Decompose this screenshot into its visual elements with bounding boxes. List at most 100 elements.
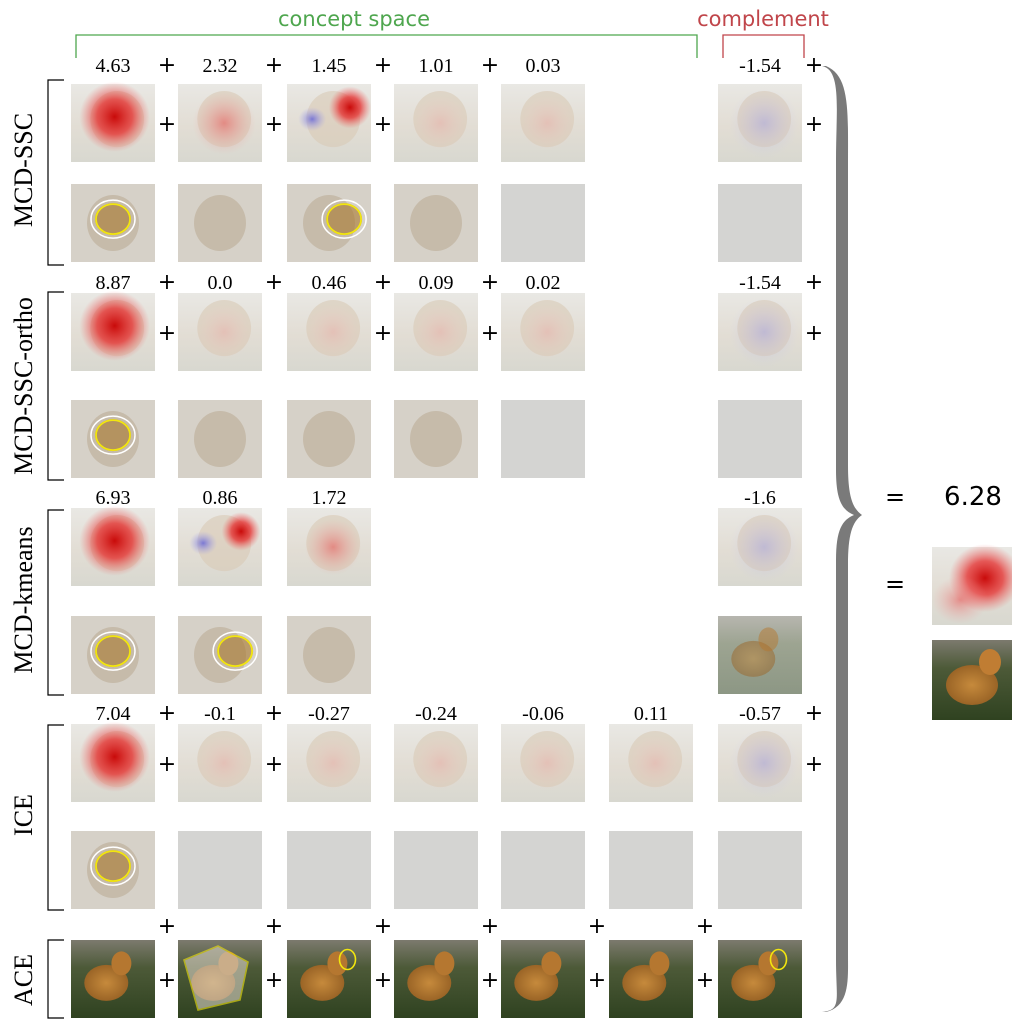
concept-mask: [71, 400, 155, 478]
plus-sign: +: [481, 53, 499, 78]
equals-map: =: [885, 570, 905, 598]
row-bracket: [47, 291, 64, 481]
concept-score: -0.1: [204, 703, 236, 725]
concept-score: -0.27: [308, 703, 350, 725]
complement-bracket: [722, 34, 805, 58]
plus-sign: +: [265, 968, 283, 993]
concept-mask: [287, 616, 371, 694]
result-heatmap: [932, 544, 1012, 625]
concept-score: 7.04: [96, 703, 131, 725]
concept-score: 1.72: [312, 487, 347, 509]
concept-heatmap: [501, 293, 585, 371]
concept-mask: [718, 184, 802, 262]
plus-sign: +: [158, 112, 176, 137]
concept-mask: [718, 616, 802, 694]
concept-mask: [609, 831, 693, 909]
plus-sign: +: [158, 53, 176, 78]
plus-sign: +: [696, 968, 714, 993]
concept-mask: [718, 831, 802, 909]
concept-heatmap: [718, 508, 802, 586]
concept-score: 0.09: [419, 272, 454, 294]
concept-space-bracket: [75, 34, 698, 58]
plus-sign: +: [158, 270, 176, 295]
concept-heatmap: [609, 724, 693, 802]
concept-heatmap: [287, 293, 371, 371]
plus-sign: +: [158, 701, 176, 726]
concept-heatmap: [178, 508, 262, 586]
concept-heatmap: [394, 724, 478, 802]
plus-sign: +: [805, 701, 823, 726]
concept-photo-mask: [71, 940, 155, 1018]
concept-photo-mask: [501, 940, 585, 1018]
plus-sign: +: [374, 53, 392, 78]
plus-sign: +: [265, 53, 283, 78]
concept-score: -0.06: [522, 703, 564, 725]
concept-score: 0.86: [203, 487, 238, 509]
plus-sign: +: [481, 968, 499, 993]
concept-mask: [287, 184, 371, 262]
concept-heatmap: [287, 84, 372, 162]
concept-mask: [718, 400, 802, 478]
concept-heatmap: [178, 84, 262, 162]
method-label: MCD-SSC: [9, 113, 38, 227]
concept-score: 0.0: [208, 272, 233, 294]
plus-sign: +: [374, 914, 392, 939]
concept-heatmap: [501, 84, 585, 162]
complement-label: complement: [697, 7, 829, 31]
concept-heatmap: [718, 293, 802, 371]
concept-mask: [178, 400, 262, 478]
concept-heatmap: [287, 724, 371, 802]
concept-heatmap: [71, 505, 155, 586]
concept-photo-mask: [718, 940, 802, 1018]
concept-heatmap: [718, 724, 802, 802]
concept-photo-mask: [394, 940, 478, 1018]
plus-sign: +: [265, 752, 283, 777]
concept-mask: [501, 184, 585, 262]
concept-space-label: concept space: [278, 7, 430, 31]
concept-mask: [71, 184, 155, 262]
plus-sign: +: [265, 112, 283, 137]
concept-photo-mask: [287, 940, 371, 1018]
plus-sign: +: [374, 321, 392, 346]
concept-heatmap: [718, 84, 802, 162]
plus-sign: +: [158, 752, 176, 777]
plus-sign: +: [696, 914, 714, 939]
plus-sign: +: [481, 321, 499, 346]
concept-mask: [287, 400, 371, 478]
concept-mask: [287, 831, 371, 909]
row-bracket: [47, 939, 64, 1019]
row-bracket: [47, 79, 64, 266]
method-row: ACE++++++++++++: [9, 914, 802, 1019]
plus-sign: +: [265, 914, 283, 939]
plus-sign: +: [265, 701, 283, 726]
concept-mask: [501, 400, 585, 478]
method-label: MCD-SSC-ortho: [9, 297, 38, 475]
concept-score: -1.54: [739, 272, 781, 294]
concept-mask: [501, 831, 585, 909]
concept-mask: [71, 616, 155, 694]
concept-heatmap: [394, 293, 478, 371]
plus-sign: +: [265, 270, 283, 295]
concept-mask: [178, 184, 262, 262]
concept-score: 1.45: [312, 55, 347, 77]
concept-score: 0.11: [634, 703, 668, 725]
concept-score: -1.54: [739, 55, 781, 77]
plus-sign: +: [158, 914, 176, 939]
plus-sign: +: [805, 53, 823, 78]
concept-score: 1.01: [419, 55, 454, 77]
concept-heatmap: [71, 81, 155, 162]
concept-heatmap: [394, 84, 478, 162]
concept-heatmap: [178, 293, 262, 371]
plus-sign: +: [158, 968, 176, 993]
concept-heatmap: [71, 721, 155, 802]
concept-score: -0.24: [415, 703, 457, 725]
plus-sign: +: [588, 968, 606, 993]
plus-sign: +: [805, 112, 823, 137]
plus-sign: +: [805, 752, 823, 777]
concept-mask: [178, 831, 262, 909]
result-value: 6.28: [944, 482, 1002, 512]
